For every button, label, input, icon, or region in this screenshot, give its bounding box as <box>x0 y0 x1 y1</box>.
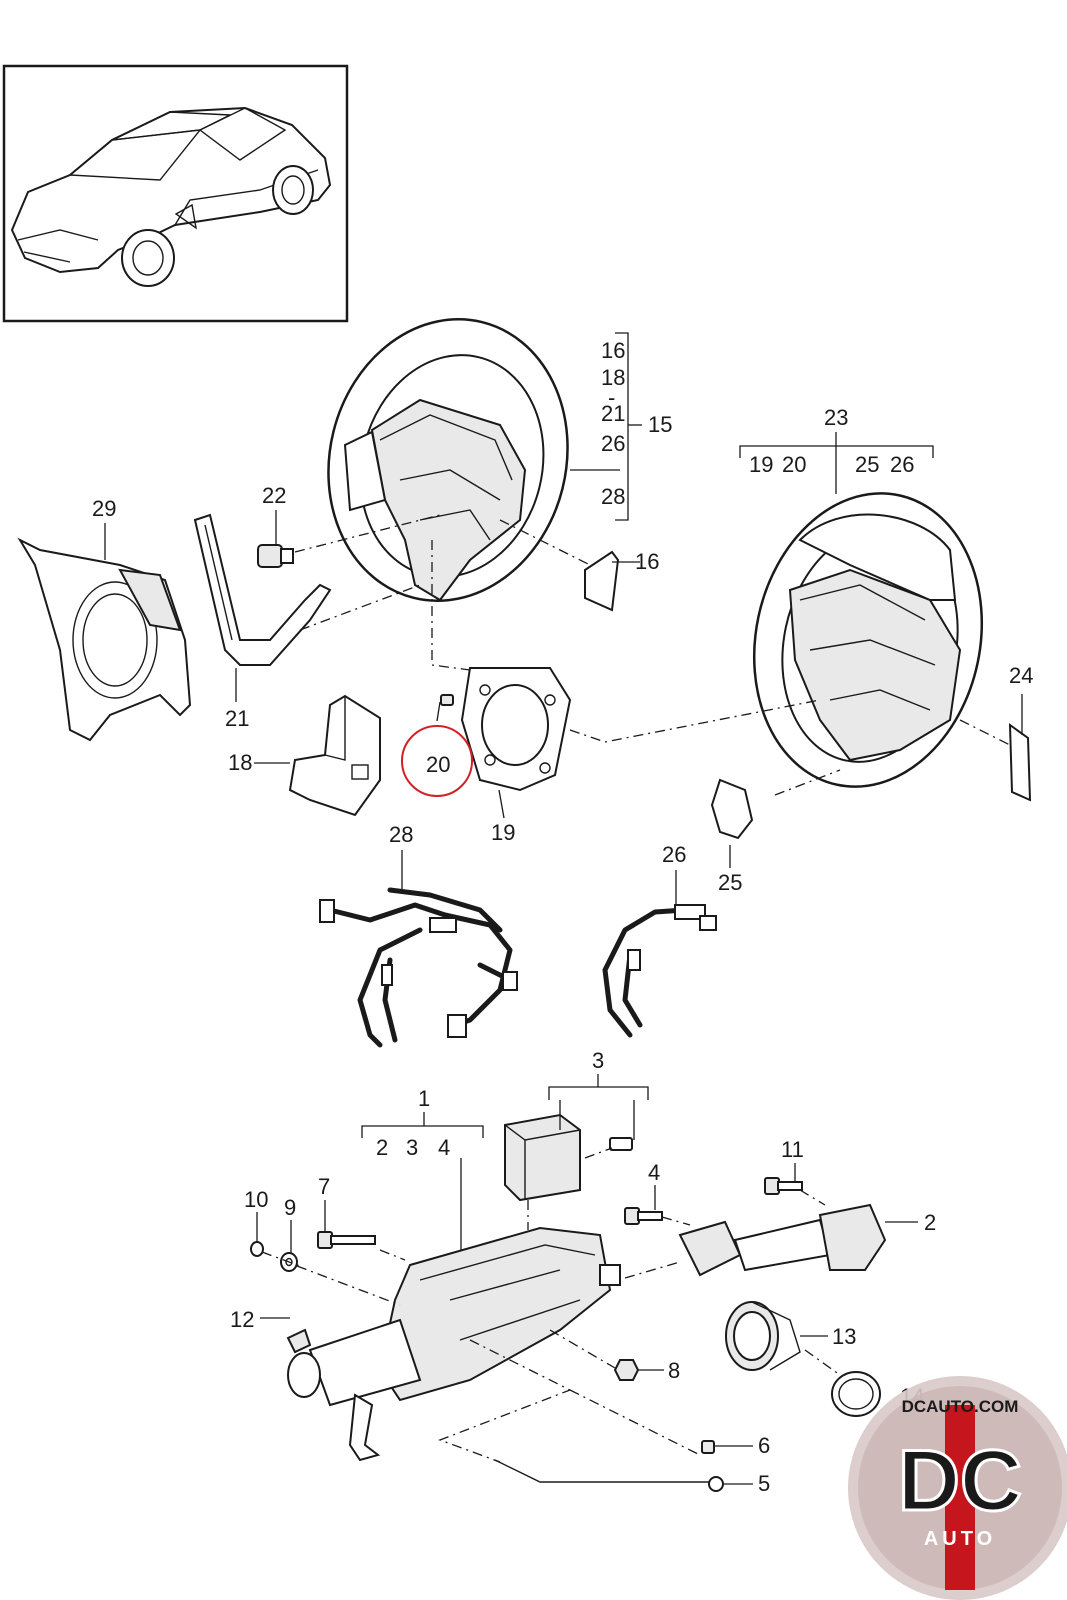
leader-lines <box>104 332 1023 1485</box>
label-group1-a: 2 <box>376 1135 388 1160</box>
watermark-sub: AUTO <box>924 1528 996 1550</box>
part-19-bracket <box>460 667 572 792</box>
label-13: 13 <box>832 1324 856 1349</box>
part-7-bolt <box>317 1231 376 1249</box>
watermark-mark: DC <box>898 1433 1022 1529</box>
label-group23-c: 25 <box>855 452 879 477</box>
part-13-boot <box>725 1301 801 1371</box>
label-15: 15 <box>648 412 672 437</box>
label-23: 23 <box>824 405 848 430</box>
label-8: 8 <box>668 1358 680 1383</box>
label-group15-dash: - <box>608 385 615 410</box>
part-10-nut <box>250 1241 264 1257</box>
part-8-nut <box>613 1359 640 1381</box>
label-2: 2 <box>924 1210 936 1235</box>
watermark-site: DCAUTO.COM <box>902 1397 1019 1416</box>
steering-column-assembly <box>287 1226 621 1462</box>
label-5: 5 <box>758 1471 770 1496</box>
part-21-trim <box>193 513 332 666</box>
part-25-cover <box>710 778 754 840</box>
part-28-harness <box>319 887 518 1048</box>
label-10: 10 <box>244 1187 268 1212</box>
label-3: 3 <box>592 1048 604 1073</box>
part-14-ring <box>831 1371 881 1417</box>
label-group15-d: 26 <box>601 431 625 456</box>
label-group15-c: 21 <box>601 401 625 426</box>
part-24-cap <box>1008 723 1032 802</box>
label-group15-b: 18 <box>601 365 625 390</box>
part-6-bolt <box>701 1440 715 1454</box>
part-3-control-unit <box>504 1113 633 1202</box>
label-26: 26 <box>662 842 686 867</box>
part-16-cover <box>584 550 620 612</box>
label-11: 11 <box>781 1137 804 1162</box>
label-9: 9 <box>284 1195 296 1220</box>
label-16: 16 <box>635 549 659 574</box>
label-group23-d: 26 <box>890 452 914 477</box>
vehicle-thumbnail <box>2 64 349 323</box>
part-12-clip <box>286 1328 312 1354</box>
part-11-bolt <box>764 1177 803 1195</box>
label-24: 24 <box>1009 663 1033 688</box>
label-29: 29 <box>92 496 116 521</box>
label-21: 21 <box>225 706 249 731</box>
label-group23-b: 20 <box>782 452 806 477</box>
part-5-cable <box>494 1459 724 1492</box>
label-group1-c: 4 <box>438 1135 450 1160</box>
label-4: 4 <box>648 1160 660 1185</box>
label-28: 28 <box>389 822 413 847</box>
dcauto-watermark: DCAUTO.COM DC AUTO <box>848 1376 1067 1600</box>
label-20: 20 <box>426 752 450 777</box>
label-25: 25 <box>718 870 742 895</box>
label-group1-b: 3 <box>406 1135 418 1160</box>
part-26-harness <box>602 904 717 1038</box>
part-29-column-cover <box>17 537 192 742</box>
label-19: 19 <box>491 820 515 845</box>
label-18: 18 <box>228 750 252 775</box>
label-group23-a: 19 <box>749 452 773 477</box>
steering-wheel-upper <box>327 318 569 602</box>
part-2-shaft <box>678 1203 887 1277</box>
part-22-bolt <box>257 544 294 568</box>
part-4-bolt <box>624 1207 663 1225</box>
label-1: 1 <box>418 1086 430 1111</box>
assembly-lines <box>261 514 1011 1463</box>
label-7: 7 <box>318 1174 330 1199</box>
part-20-screw <box>440 694 454 706</box>
steering-wheel-right <box>752 492 984 788</box>
label-6: 6 <box>758 1433 770 1458</box>
label-22: 22 <box>262 483 286 508</box>
label-12: 12 <box>230 1307 254 1332</box>
part-18-module <box>288 694 381 817</box>
callout-labels: 16 18 - 21 26 28 15 23 19 20 25 26 29 22… <box>92 338 1033 1496</box>
label-group15-a: 16 <box>601 338 625 363</box>
label-group15-e: 28 <box>601 484 625 509</box>
highlight-circle-20 <box>401 725 473 797</box>
